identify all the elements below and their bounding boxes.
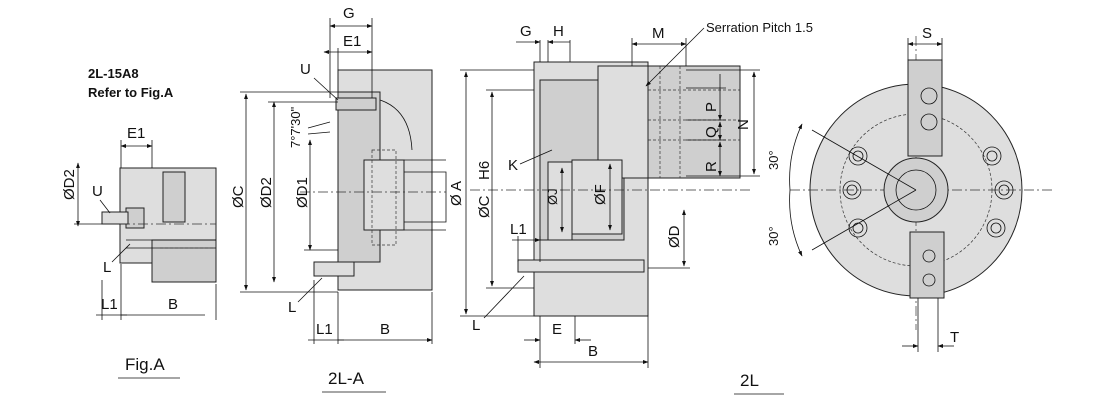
fig-2l-f-label: ØF <box>592 184 609 205</box>
fig-2la-c-label: ØC <box>230 185 247 208</box>
refer-note: Refer to Fig.A <box>88 85 174 100</box>
fig-2la-caption: 2L-A <box>328 369 365 388</box>
fig-2l-bore-f <box>571 159 623 235</box>
fig-2la-l1-label: L1 <box>316 321 333 338</box>
fig-a-e1-label: E1 <box>127 125 145 142</box>
fig-2la-u-label: U <box>300 61 311 78</box>
fig-2l-h6-label: H6 <box>476 161 493 180</box>
fig-2l-top-jaw <box>597 65 651 179</box>
fig-2l-m-label: M <box>652 25 665 42</box>
fig-a-jaw <box>125 207 145 229</box>
fig-2la-l-label: L <box>288 299 296 316</box>
fig-2l-mount-screw <box>517 259 645 273</box>
fig-2la-center-boss <box>363 159 405 231</box>
fig-2l-n-label: N <box>735 119 752 130</box>
fig-2l-g-label: G <box>520 23 532 40</box>
top-jaw <box>907 59 943 157</box>
fig-2l-view: Serration Pitch 1.5 G H M Ø A ØC H6 K ØJ… <box>448 20 813 395</box>
fig-a-u-label: U <box>92 183 103 200</box>
fig-a-boss <box>162 171 186 223</box>
fig-2la-d1-label: ØD1 <box>294 177 311 208</box>
fig-2l-c-label: ØC <box>476 195 493 218</box>
fig-a-screw-u <box>101 211 129 225</box>
fig-2l-e-label: E <box>552 321 562 338</box>
serration-label: Serration Pitch 1.5 <box>706 20 813 35</box>
front-view: 30° 30° S T <box>766 25 1052 352</box>
fig-2l-r-label: R <box>703 161 720 172</box>
fig-2la-screw-l <box>313 261 355 277</box>
model-note: 2L-15A8 <box>88 66 139 81</box>
bottom-jaw <box>909 231 945 299</box>
fig-2l-h-label: H <box>553 23 564 40</box>
fig-a-l-label: L <box>103 259 111 276</box>
fig-2l-l-label: L <box>472 317 480 334</box>
fig-2l-caption: 2L <box>740 371 759 390</box>
fig-2l-p-label: P <box>703 102 720 112</box>
fig-2la-d2-label: ØD2 <box>258 177 275 208</box>
fig-2l-b-label: B <box>588 343 598 360</box>
fig-a-view: 2L-15A8 Refer to Fig.A E1 ØD2 U L L1 B F… <box>61 66 217 379</box>
fig-2l-serration-jaw <box>647 65 741 179</box>
fig-2l-k-label: K <box>508 157 518 174</box>
fig-2la-view: G E1 U 7°7'30" ØC ØD2 ØD1 L L1 B 2 <box>230 5 447 393</box>
fig-a-l1-label: L1 <box>101 296 118 313</box>
angle-bottom-label: 30° <box>766 226 781 246</box>
fig-2la-g-label: G <box>343 5 355 22</box>
fig-a-base <box>151 239 217 283</box>
fig-2l-piston-j <box>547 161 573 241</box>
fig-a-caption: Fig.A <box>125 355 165 374</box>
fig-2l-q-label: Q <box>703 126 720 138</box>
fig-2l-a-label: Ø A <box>448 181 465 206</box>
fig-a-b-label: B <box>168 296 178 313</box>
fig-a-d2-label: ØD2 <box>61 169 78 200</box>
fig-2la-angle-label: 7°7'30" <box>288 106 303 148</box>
fig-2l-d-label: ØD <box>666 225 683 248</box>
fig-2la-e1-label: E1 <box>343 33 361 50</box>
fig-2l-j-label: ØJ <box>545 188 560 205</box>
t-label: T <box>950 329 959 346</box>
fig-2la-jaw-u <box>335 97 377 111</box>
s-label: S <box>922 25 932 42</box>
fig-2l-l1-label: L1 <box>510 221 527 238</box>
angle-top-label: 30° <box>766 150 781 170</box>
fig-2la-b-label: B <box>380 321 390 338</box>
